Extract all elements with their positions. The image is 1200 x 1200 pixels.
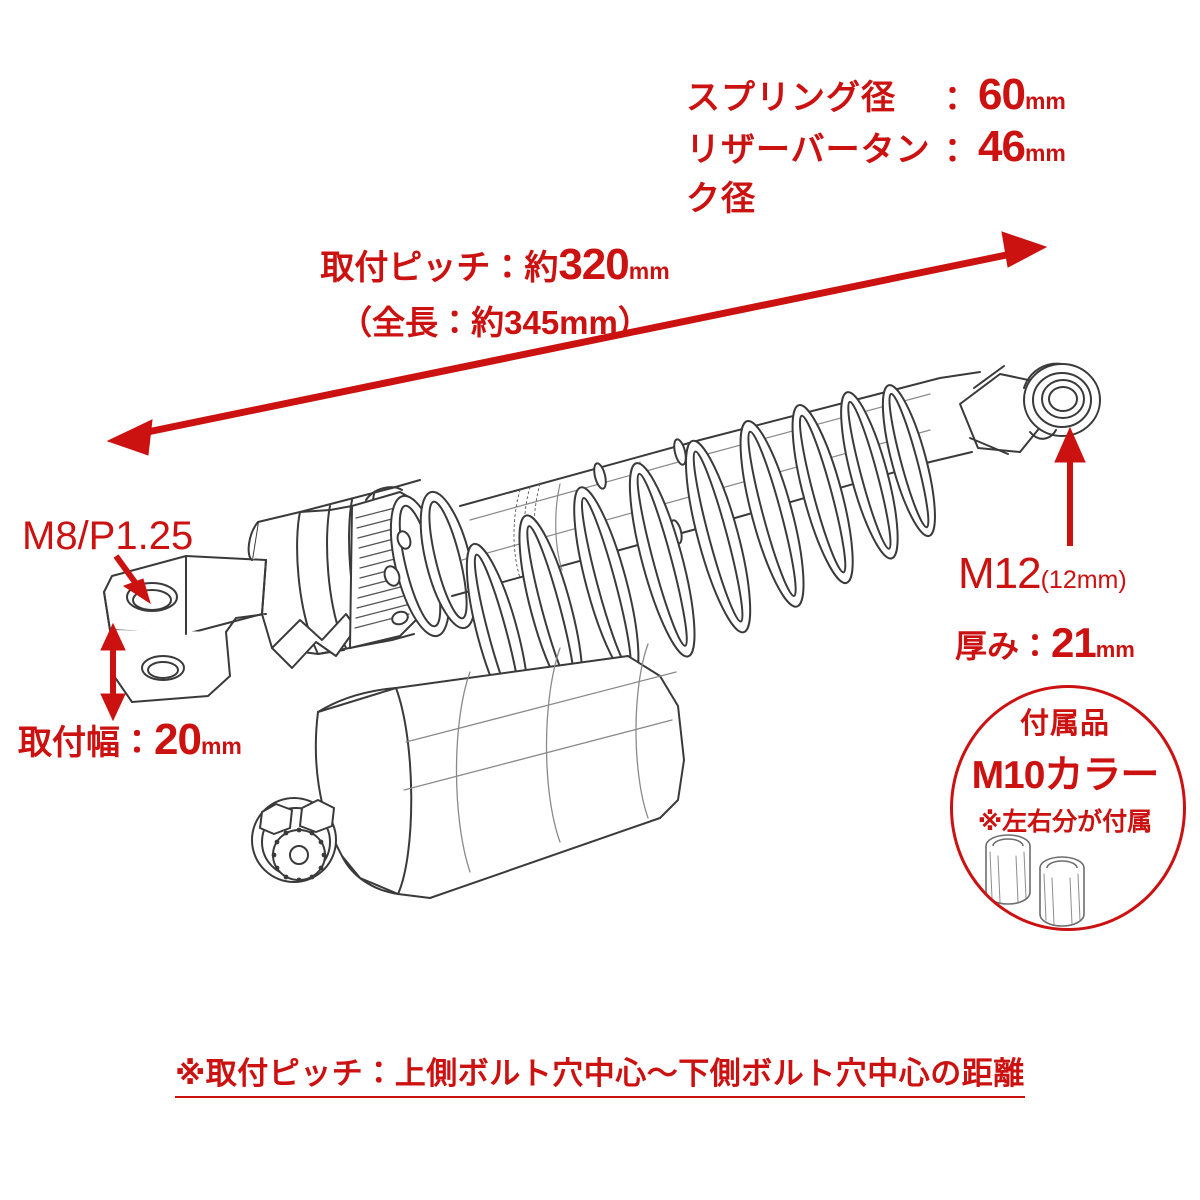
spec-row-reservoir-diameter: リザーバータンク径 ： 46 mm xyxy=(686,122,1066,218)
mount-width-prefix: 取付幅： xyxy=(18,724,154,762)
spring-diameter-colon: ： xyxy=(944,79,978,117)
footnote: ※取付ピッチ：上側ボルト穴中心～下側ボルト穴中心の距離 xyxy=(0,1048,1200,1098)
accessory-circle-outline xyxy=(950,685,1186,931)
accessory-note: ※左右分が付属 xyxy=(977,808,1153,836)
pitch-line-2: （全長：約345mm） xyxy=(339,304,651,341)
width-arrow xyxy=(100,622,126,722)
shock-body-artwork xyxy=(103,362,1101,927)
upper-eyelet-mount xyxy=(959,362,1101,455)
spring-diameter-value: 60 xyxy=(978,70,1026,119)
mount-width-unit: mm xyxy=(200,733,242,759)
reservoir-diameter-unit: mm xyxy=(1024,140,1066,166)
m8-arrow xyxy=(113,554,151,605)
pitch-callout: 取付ピッチ：約320mm （全長：約345mm） xyxy=(310,240,680,344)
m8-thread-label: M8/P1.25 xyxy=(22,514,194,558)
pitch-line-1: 取付ピッチ：約320mm xyxy=(310,240,680,290)
spec-row-spring-diameter: スプリング径 ： 60 mm xyxy=(686,70,1066,122)
spring-diameter-label: スプリング径 xyxy=(686,79,896,117)
thickness-value: 21 xyxy=(1051,619,1097,666)
mount-width-value: 20 xyxy=(154,715,202,764)
pitch-arrow xyxy=(106,231,1048,456)
eyelet-thickness-label: 厚み：21mm xyxy=(955,622,1135,664)
thickness-unit: mm xyxy=(1095,637,1135,662)
accessory-callout: 付属品 M10カラー ※左右分が付属 xyxy=(950,700,1180,838)
reservoir-diameter-value: 46 xyxy=(978,122,1026,171)
damping-adjuster-knob xyxy=(251,797,337,883)
accessory-part-name: M10カラー xyxy=(971,754,1160,797)
reservoir-diameter-label: リザーバータンク径 xyxy=(686,131,931,218)
coil-spring xyxy=(465,384,936,723)
pitch-prefix: 取付ピッチ：約 xyxy=(320,249,559,287)
reservoir-diameter-colon: ： xyxy=(944,131,978,169)
m12-thread-label: M12(12mm) xyxy=(958,552,1127,596)
thickness-prefix: 厚み： xyxy=(955,628,1052,664)
m12-thread-main: M12 xyxy=(958,549,1042,598)
m12-arrow xyxy=(1054,426,1086,546)
spec-block: スプリング径 ： 60 mm リザーバータンク径 ： 46 mm xyxy=(686,70,1066,218)
spring-diameter-unit: mm xyxy=(1024,88,1066,114)
dimension-arrows xyxy=(100,231,1086,722)
mount-width-label: 取付幅：20mm xyxy=(18,718,242,762)
footnote-text: ※取付ピッチ：上側ボルト穴中心～下側ボルト穴中心の距離 xyxy=(175,1056,1025,1098)
accessory-title: 付属品 xyxy=(1019,708,1110,740)
reservoir-tank xyxy=(314,643,685,899)
pitch-value: 320 xyxy=(558,240,629,289)
lower-clevis-mount xyxy=(103,555,267,703)
pitch-unit: mm xyxy=(628,258,670,284)
m12-thread-sub: (12mm) xyxy=(1040,566,1127,594)
damper-body xyxy=(247,479,421,669)
